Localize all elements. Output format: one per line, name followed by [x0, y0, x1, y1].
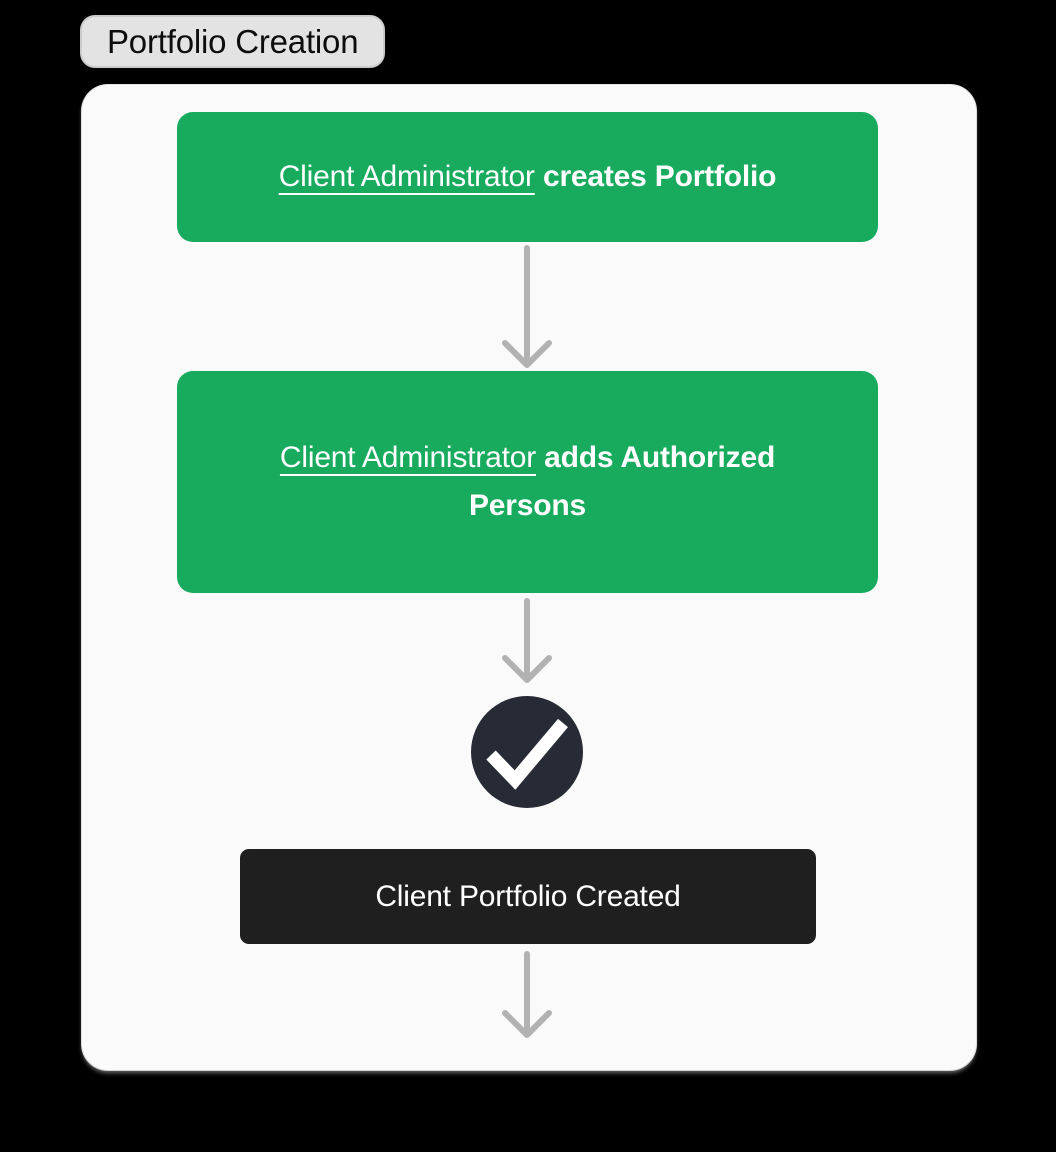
node-action-text: adds Authorized Persons — [469, 441, 776, 522]
node-action-text: creates Portfolio — [542, 160, 777, 193]
success-checkmark-icon — [471, 696, 583, 808]
diagram-title-label: Portfolio Creation — [107, 22, 359, 60]
flow-node-creates-portfolio: Client Administrator creates Portfolio — [177, 112, 878, 242]
result-label: Client Portfolio Created — [375, 879, 681, 913]
client-administrator-link[interactable]: Client Administrator — [278, 160, 535, 193]
diagram-title-badge: Portfolio Creation — [80, 15, 386, 68]
flow-card: Client Administrator creates Portfolio C… — [82, 85, 976, 1070]
flow-node-adds-authorized-persons: Client Administrator adds Authorized Per… — [177, 371, 878, 593]
flow-arrow-down-1 — [502, 245, 552, 368]
flow-arrow-down-3 — [502, 951, 552, 1038]
node-text: Client Administrator creates Portfolio — [279, 160, 777, 194]
client-administrator-link[interactable]: Client Administrator — [279, 441, 537, 474]
flow-arrow-down-2 — [502, 598, 552, 683]
flow-node-portfolio-created: Client Portfolio Created — [240, 849, 816, 944]
node-text: Client Administrator adds Authorized Per… — [227, 434, 828, 530]
